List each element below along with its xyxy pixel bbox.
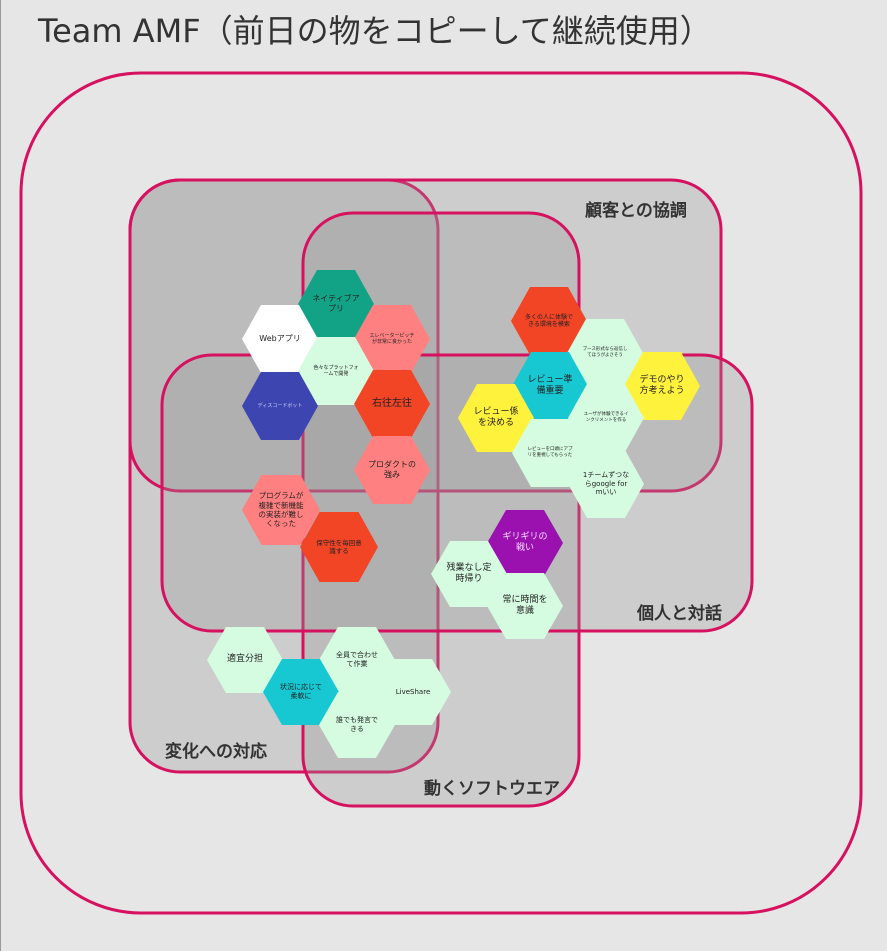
sticky-text: デモのやり方考えよう: [639, 374, 685, 396]
label-individuals: 個人と対話: [637, 604, 722, 624]
outer-frame: [19, 71, 863, 915]
sticky-text: 適宜分担: [226, 654, 263, 665]
sticky-text: 1チームずつならgoogle formいい: [582, 470, 630, 497]
sticky-text: ギリギリの戦い: [502, 531, 548, 553]
sticky-text: プログラムが複雑で新機能の実装が難しくなった: [258, 491, 304, 529]
sticky-text: 多くの人に体験できる環境を模索: [525, 313, 574, 329]
sticky-text: 誰でも発言できる: [336, 716, 378, 733]
sticky-text: 右往左往: [372, 397, 412, 409]
frame-left-edge: [0, 0, 1, 951]
sticky-text: 保守性を毎回意識する: [316, 538, 362, 555]
sticky-text: エレベーターピッチが非常に良かった: [369, 332, 415, 345]
sticky-text: Webアプリ: [259, 334, 301, 343]
sticky-text: プロダクトの強み: [368, 460, 416, 479]
sticky[interactable]: 1チームずつならgoogle formいい: [568, 450, 644, 518]
sticky-text: LiveShare: [395, 687, 431, 696]
sticky-text: 全員で合わせて作業: [336, 651, 378, 668]
sticky-text: レビュー係を決める: [473, 406, 519, 428]
sticky-text: レビュー準備重要: [527, 374, 573, 396]
board-title: Team AMF（前日の物をコピーして継続使用）: [38, 12, 712, 50]
sticky-text: ユーザが体験できるインクリメントを作る: [583, 412, 629, 423]
label-customer: 顧客との協調: [585, 201, 687, 221]
sticky-text: ブース形式なら返信してほうがよさそう: [582, 347, 628, 358]
label-change: 変化への対応: [165, 742, 267, 762]
sticky-text: レビューを口頭にアプリを重視してもらった: [527, 447, 573, 458]
sticky-text: 残業なし定時帰り: [446, 562, 492, 584]
sticky-text: 状況に応じて柔軟に: [280, 683, 322, 700]
sticky-text: 常に時間を意識: [502, 594, 548, 616]
sticky-text: ネイティブアプリ: [312, 294, 360, 313]
sticky-text: ディスコードボット: [257, 402, 303, 409]
label-software: 動くソフトウエア: [424, 779, 560, 799]
sticky[interactable]: 保守性を毎回意識する: [300, 512, 378, 582]
sticky-text: 色々なプラットフォームで開発: [313, 364, 359, 377]
